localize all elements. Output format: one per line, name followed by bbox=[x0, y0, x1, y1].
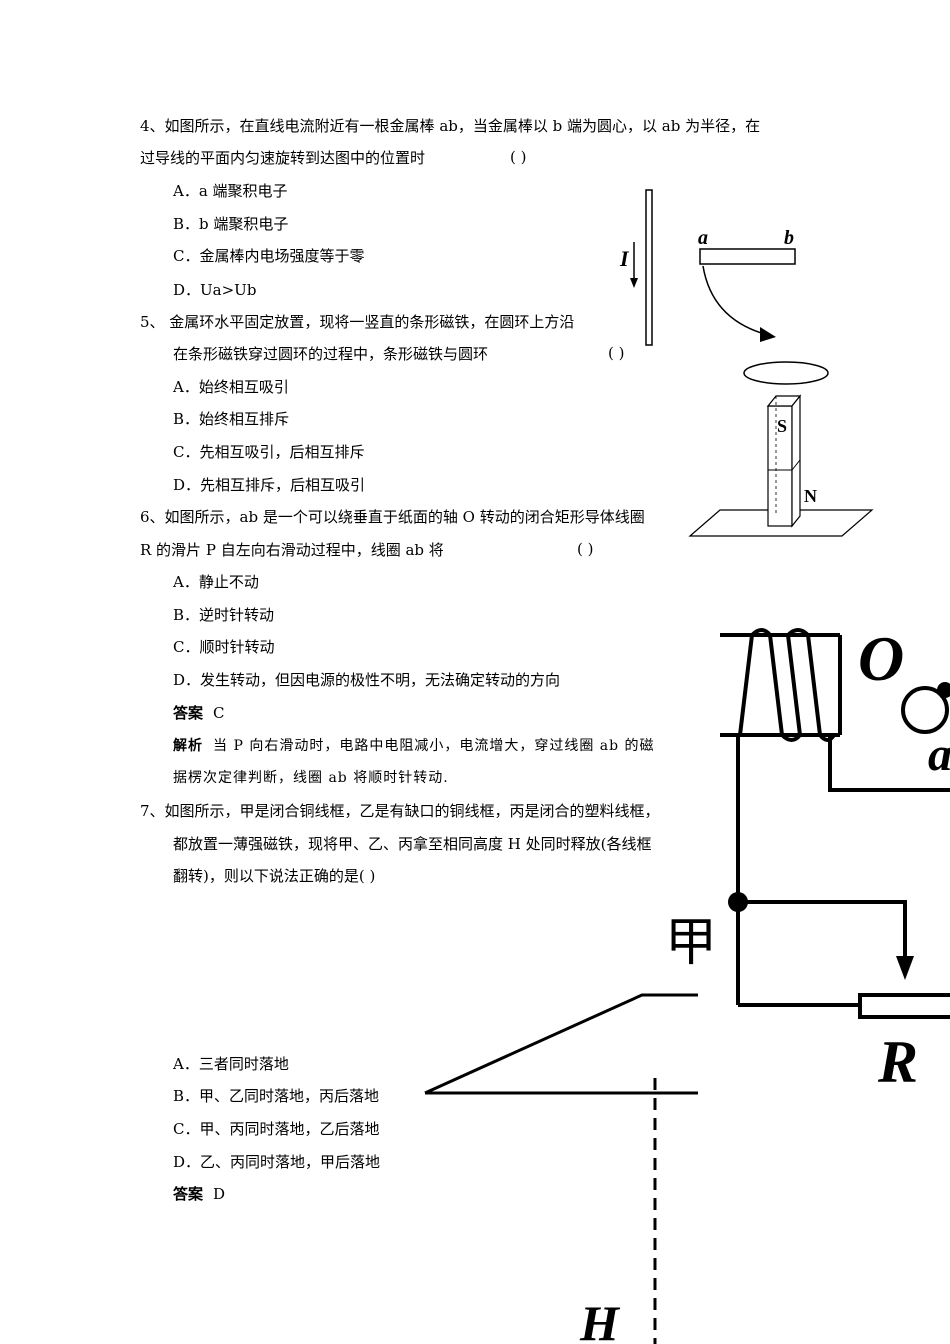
q5-option-a: A．始终相互吸引 bbox=[173, 378, 289, 396]
rheostat-r bbox=[858, 993, 950, 1019]
coil-ab-pivot bbox=[901, 686, 949, 734]
q7-answer: 答案 D bbox=[173, 1184, 225, 1204]
label-coil-a: a bbox=[928, 728, 950, 781]
q4-stem-line2: 过导线的平面内匀速旋转到达图中的位置时 bbox=[140, 149, 426, 167]
q6-option-c: C．顺时针转动 bbox=[173, 638, 275, 656]
q7-option-a: A．三者同时落地 bbox=[173, 1055, 289, 1073]
q4-option-a: A．a 端聚积电子 bbox=[173, 182, 288, 200]
q7-option-c: C．甲、丙同时落地，乙后落地 bbox=[173, 1120, 380, 1138]
q7-stem-line1: 7、如图所示，甲是闭合铜线框，乙是有缺口的铜线框，丙是闭合的塑料线框， bbox=[140, 802, 660, 820]
solenoid-coil bbox=[738, 628, 836, 742]
label-rheostat-r: R bbox=[877, 1029, 918, 1095]
current-arrowhead bbox=[630, 278, 638, 288]
q5-answer-blank: ( ) bbox=[608, 344, 625, 362]
figure-falling-frames: 甲 H bbox=[424, 913, 717, 1344]
q6-explanation-label: 解析 bbox=[173, 738, 203, 754]
q6-stem-line1: 6、如图所示，ab 是一个可以绕垂直于纸面的轴 O 转动的闭合矩形导体线圈 bbox=[140, 508, 645, 526]
q6-answer-label: 答案 bbox=[173, 704, 204, 722]
bar-magnet-side bbox=[791, 394, 801, 528]
q7-option-b: B．甲、乙同时落地，丙后落地 bbox=[173, 1087, 380, 1105]
metal-rod bbox=[699, 248, 796, 265]
q6-answer-blank: ( ) bbox=[577, 540, 594, 558]
q6-stem-line2: R 的滑片 P 自左向右滑动过程中，线圈 ab 将 bbox=[140, 541, 444, 559]
metal-ring bbox=[743, 361, 829, 385]
q6-option-a: A．静止不动 bbox=[173, 573, 259, 591]
rotation-path bbox=[702, 265, 769, 336]
q6-answer: 答案 C bbox=[173, 703, 225, 723]
q4-stem-line1: 4、如图所示，在直线电流附近有一根金属棒 ab，当金属棒以 b 端为圆心，以 a… bbox=[140, 117, 761, 135]
q5-option-b: B．始终相互排斥 bbox=[173, 410, 290, 428]
q5-option-d: D．先相互排斥，后相互吸引 bbox=[173, 476, 366, 494]
bar-magnet-front bbox=[767, 405, 793, 527]
label-south-pole: S bbox=[777, 416, 787, 436]
label-rod-a: a bbox=[698, 227, 708, 249]
incline-line bbox=[424, 993, 698, 1095]
q5-option-c: C．先相互吸引，后相互排斥 bbox=[173, 443, 365, 461]
q5-stem-line1: 5、 金属环水平固定放置，现将一竖直的条形磁铁，在圆环上方沿 bbox=[140, 313, 575, 331]
q6-option-b: B．逆时针转动 bbox=[173, 606, 275, 624]
q5-stem-line2: 在条形磁铁穿过圆环的过程中，条形磁铁与圆环 bbox=[173, 345, 489, 363]
q6-option-d: D．发生转动，但因电源的极性不明，无法确定转动的方向 bbox=[173, 671, 561, 689]
label-height-h: H bbox=[579, 1295, 621, 1344]
slider-p-arrowhead bbox=[896, 956, 914, 980]
q7-answer-label: 答案 bbox=[173, 1185, 204, 1203]
straight-wire bbox=[645, 189, 653, 346]
label-frame-jia: 甲 bbox=[665, 913, 717, 973]
q4-answer-blank: ( ) bbox=[510, 148, 527, 166]
q6-explanation-text: 当 P 向右滑动时，电路中电阻减小，电流增大，穿过线圈 ab 的磁 bbox=[213, 738, 655, 754]
wire-to-slider bbox=[738, 900, 907, 958]
q4-option-b: B．b 端聚积电子 bbox=[173, 215, 289, 233]
label-axis-o: O bbox=[858, 623, 904, 694]
q6-explanation-line1: 解析当 P 向右滑动时，电路中电阻减小，电流增大，穿过线圈 ab 的磁 bbox=[173, 736, 655, 756]
figure-current-wire-rod: I a b bbox=[619, 189, 796, 346]
q7-stem-line3: 翻转)，则以下说法正确的是( ) bbox=[173, 867, 376, 885]
q7-option-d: D．乙、丙同时落地，甲后落地 bbox=[173, 1153, 381, 1171]
label-rod-b: b bbox=[784, 227, 794, 249]
label-current-i: I bbox=[619, 246, 630, 271]
figure-ring-magnet: S N bbox=[688, 361, 874, 537]
q6-explanation-line2: 据楞次定律判断，线圈 ab 将顺时针转动. bbox=[173, 770, 449, 786]
q4-option-c: C．金属棒内电场强度等于零 bbox=[173, 247, 365, 265]
magnet-divider-side bbox=[791, 459, 801, 471]
label-north-pole: N bbox=[804, 486, 817, 506]
rotation-arrowhead bbox=[760, 327, 776, 342]
wire-coil-right bbox=[828, 735, 950, 792]
q6-answer-value: C bbox=[213, 704, 225, 722]
figure-solenoid-circuit: O a R bbox=[720, 623, 950, 1095]
q4-option-d: D．Ua>Ub bbox=[173, 281, 257, 299]
pivot-axis-dot bbox=[937, 682, 950, 698]
q7-stem-line2: 都放置一薄强磁铁，现将甲、乙、丙拿至相同高度 H 处同时释放(各线框 bbox=[173, 835, 652, 853]
q7-answer-value: D bbox=[213, 1185, 226, 1203]
